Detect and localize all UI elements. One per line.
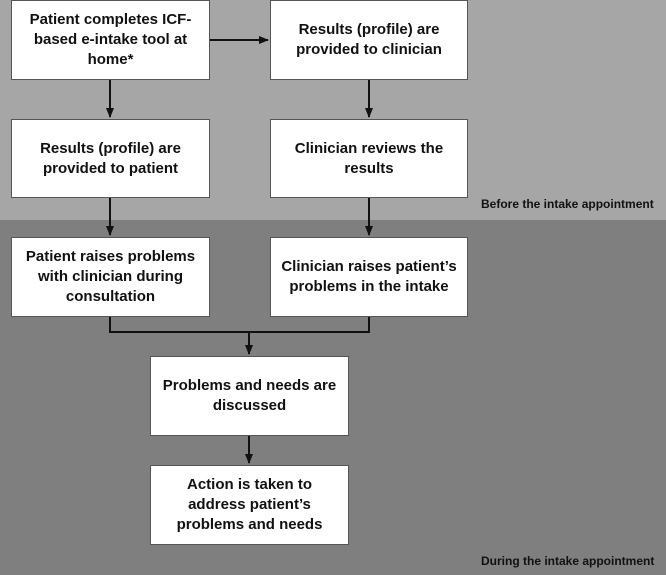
box-patient-completes-intake: Patient completes ICF-based e-intake too…: [11, 0, 210, 80]
before-phase-label: Before the intake appointment: [481, 197, 654, 211]
box-results-to-clinician-label: Results (profile) are provided to clinic…: [296, 21, 442, 58]
box-patient-raises-problems-label: Patient raises problems with clinician d…: [25, 248, 196, 305]
box-patient-completes-intake-label: Patient completes ICF-based e-intake too…: [29, 11, 192, 68]
box-clinician-raises-problems: Clinician raises patient’s problems in t…: [270, 237, 468, 317]
box-problems-discussed-label: Problems and needs are discussed: [162, 377, 337, 414]
box-results-to-clinician: Results (profile) are provided to clinic…: [270, 0, 468, 80]
box-action-taken-label: Action is taken to address patient’s pro…: [176, 476, 323, 533]
box-clinician-raises-problems-label: Clinician raises patient’s problems in t…: [281, 258, 457, 295]
box-results-to-patient-label: Results (profile) are provided to patien…: [40, 139, 181, 177]
box-action-taken: Action is taken to address patient’s pro…: [150, 465, 349, 545]
box-clinician-reviews-label: Clinician reviews the results: [294, 139, 444, 177]
merge-bracket: [109, 317, 370, 333]
box-clinician-reviews: Clinician reviews the results: [270, 119, 468, 198]
box-results-to-patient: Results (profile) are provided to patien…: [11, 119, 210, 198]
box-patient-raises-problems: Patient raises problems with clinician d…: [11, 237, 210, 317]
during-phase-label: During the intake appointment: [481, 554, 655, 568]
box-problems-discussed: Problems and needs are discussed: [150, 356, 349, 436]
